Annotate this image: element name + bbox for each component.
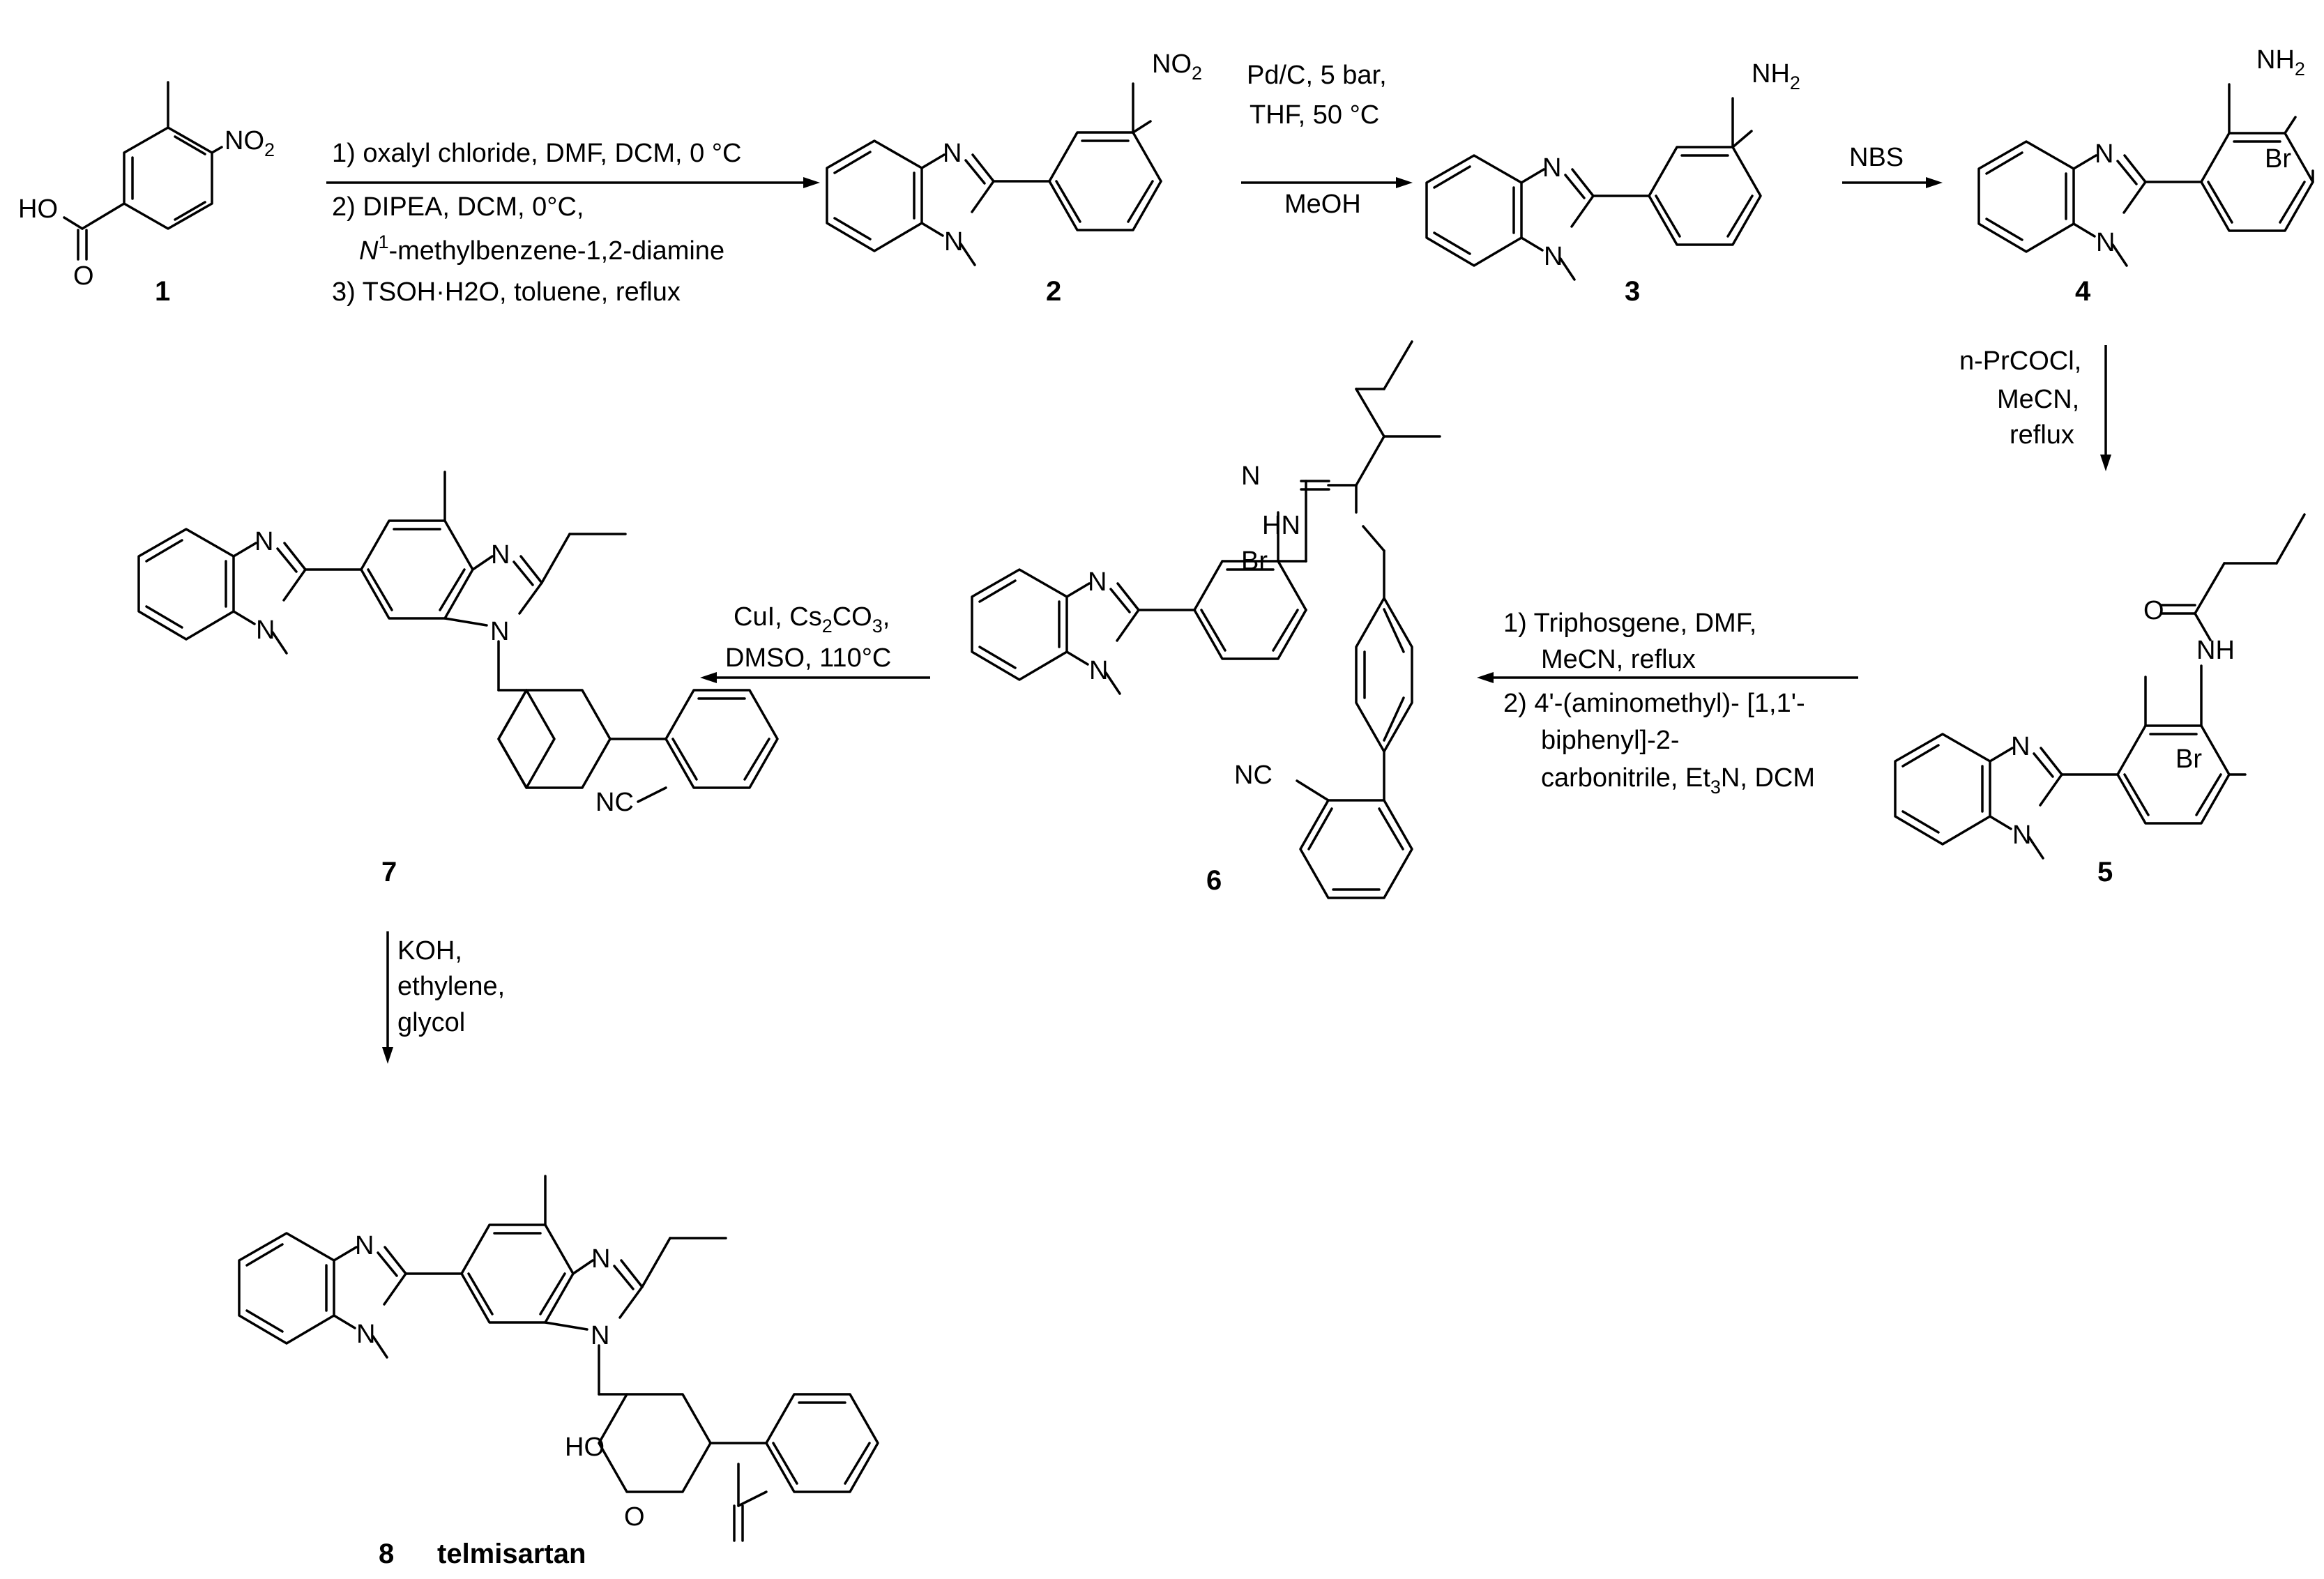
step-5-condition-2: MeCN, reflux	[1541, 645, 1696, 674]
imidazole-n-label: N	[1542, 153, 1561, 183]
nitro-label: NO2	[225, 126, 275, 160]
step-4-condition-2: MeCN,	[1997, 385, 2079, 414]
step-5-condition-1: 1) Triphosgene, DMF,	[1503, 609, 1756, 638]
amidine-hn-label: HN	[1262, 511, 1300, 540]
step-6-condition-2: DMSO, 110°C	[725, 643, 891, 673]
compound-2: N N NO2 2	[826, 49, 1202, 307]
amine-label: NH2	[2256, 45, 2305, 79]
imidazole-n-label: N	[255, 527, 273, 556]
step-1-condition-3: N1-methylbenzene-1,2-diamine	[359, 231, 724, 266]
propyl-imidazole-n-label: N	[491, 540, 510, 570]
compound-number-1: 1	[155, 276, 170, 307]
n-methyl-label: N	[356, 1320, 375, 1349]
step-1-condition-1: 1) oxalyl chloride, DMF, DCM, 0 °C	[332, 139, 741, 168]
step-5-condition-5: carbonitrile, Et3N, DCM	[1541, 763, 1815, 798]
imine-n-label: N	[1241, 462, 1260, 491]
nitrile-label: NC	[595, 788, 634, 817]
step-2-condition-1: Pd/C, 5 bar,	[1247, 61, 1387, 90]
amide-nh-label: NH	[2196, 636, 2235, 665]
reaction-arrow-step-1: 1) oxalyl chloride, DMF, DCM, 0 °C 2) DI…	[326, 139, 820, 307]
compound-number-7: 7	[381, 857, 397, 887]
compound-number-4: 4	[2075, 276, 2091, 307]
bromo-label: Br	[1241, 547, 1268, 576]
nitrile-label: NC	[1234, 761, 1273, 790]
compound-name: telmisartan	[437, 1539, 586, 1569]
step-1-condition-4: 3) TSOH·H2O, toluene, reflux	[332, 277, 681, 307]
nitro-label: NO2	[1152, 49, 1202, 84]
amine-label: NH2	[1752, 59, 1800, 93]
step-2-condition-3: MeOH	[1284, 190, 1361, 219]
step-4-condition-3: reflux	[2010, 420, 2074, 450]
reaction-arrow-step-3: NBS	[1842, 143, 1943, 188]
bromo-label: Br	[2265, 144, 2291, 174]
n-methyl-label: N	[1544, 242, 1563, 271]
n-methyl-label: N	[2096, 228, 2115, 257]
imidazole-n-label: N	[943, 139, 962, 168]
step-7-condition-1: KOH,	[397, 936, 462, 966]
step-4-condition-1: n-PrCOCl,	[1959, 346, 2081, 376]
reaction-arrow-step-5: 1) Triphosgene, DMF, MeCN, reflux 2) 4'-…	[1477, 609, 1858, 798]
carbonyl-oxygen-label: O	[2143, 596, 2164, 625]
propyl-imidazole-n-label: N	[591, 1244, 610, 1274]
step-5-condition-4: biphenyl]-2-	[1541, 726, 1680, 755]
benzyl-n-label: N	[490, 617, 509, 646]
reaction-arrow-step-7: KOH, ethylene, glycol	[382, 931, 505, 1064]
reaction-arrow-step-2: Pd/C, 5 bar, THF, 50 °C MeOH	[1241, 61, 1413, 219]
n-methyl-label: N	[256, 616, 275, 645]
carbonyl-oxygen-label: O	[73, 261, 94, 291]
compound-number-3: 3	[1625, 276, 1640, 307]
benzyl-n-label: N	[591, 1321, 609, 1350]
imidazole-n-label: N	[1088, 567, 1107, 597]
imidazole-n-label: N	[355, 1231, 374, 1260]
reaction-arrow-step-6: CuI, Cs2CO3, DMSO, 110°C	[700, 602, 930, 683]
compound-number-8: 8	[379, 1539, 394, 1569]
compound-number-2: 2	[1046, 276, 1061, 307]
n-methyl-label: N	[2012, 821, 2031, 850]
compound-5: O NH Br N N 5	[1894, 513, 2306, 887]
n-methyl-label: N	[944, 227, 963, 257]
compound-6: N HN Br N N NC 6	[971, 340, 1441, 899]
step-5-condition-3: 2) 4'-(aminomethyl)- [1,1'-	[1503, 689, 1805, 718]
step-7-condition-2: ethylene,	[397, 972, 505, 1001]
compound-4: N N NH2 Br 4	[1977, 45, 2314, 307]
step-1-condition-2: 2) DIPEA, DCM, 0°C,	[332, 192, 584, 222]
carbonyl-oxygen-label: O	[624, 1502, 645, 1532]
compound-8: N N N N HO O 8 telmisartan	[238, 1175, 879, 1569]
step-3-condition-1: NBS	[1849, 143, 1904, 172]
hydroxyl-label: HO	[565, 1433, 605, 1462]
compound-number-6: 6	[1206, 865, 1222, 896]
reaction-arrow-step-4: n-PrCOCl, MeCN, reflux	[1959, 345, 2111, 471]
step-7-condition-3: glycol	[397, 1008, 465, 1037]
step-6-condition-1: CuI, Cs2CO3,	[734, 602, 890, 636]
compound-1: NO2 HO O 1	[18, 81, 275, 307]
n-methyl-label: N	[1089, 656, 1108, 685]
step-2-condition-2: THF, 50 °C	[1250, 100, 1379, 130]
bromo-label: Br	[2175, 745, 2202, 774]
imidazole-n-label: N	[2095, 139, 2113, 169]
compound-3: N N NH2 3	[1425, 59, 1800, 307]
imidazole-n-label: N	[2011, 732, 2030, 761]
compound-7: N N N N NC 7	[137, 471, 779, 887]
hydroxyl-label: HO	[18, 194, 58, 224]
compound-number-5: 5	[2097, 857, 2113, 887]
